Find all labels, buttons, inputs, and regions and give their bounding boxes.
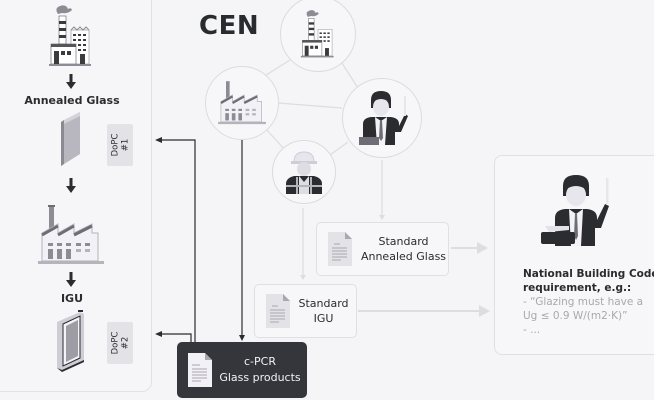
national-building-code-card: National Building Code requirement, e.g.… [494,155,654,355]
arrow-down-icon [66,74,76,89]
standard-annealed-glass-label: Standard Annealed Glass [360,235,447,263]
glass-pane-icon [61,112,80,166]
processing-factory-icon [38,205,104,264]
building-code-example-2: Ug ≤ 0.9 W/(m2·K)” [523,310,628,322]
cen-member-worker-circle [272,140,336,204]
arrow-to-dopc1 [160,139,196,343]
cpcr-glass-products-document[interactable]: c-PCR Glass products [177,342,307,398]
cen-member-processor-circle [205,66,279,140]
building-code-title-2: requirement, e.g.: [523,282,632,294]
building-code-title-1: National Building Code [523,268,654,280]
igu-label: IGU [60,292,84,305]
building-code-example-3: - ... [523,324,541,336]
cen-member-authority-circle [342,78,422,158]
document-icon [266,294,290,328]
dopc-2-document[interactable]: DoPC #2 [107,322,133,364]
building-code-example-1: - “Glazing must have a [523,296,644,308]
factory-icon [300,10,334,58]
cpcr-label: c-PCR Glass products [219,355,301,384]
arrow-to-dopc2 [160,333,192,343]
standard-igu-label: Standard IGU [298,297,349,325]
dopc-1-document[interactable]: DoPC #1 [107,124,133,166]
processing-factory-icon [218,81,266,125]
standard-igu-document[interactable]: Standard IGU [254,284,357,338]
document-icon [328,232,352,266]
construction-worker-icon [286,151,322,194]
standard-annealed-glass-document[interactable]: Standard Annealed Glass [316,222,449,276]
building-code-text: National Building Code requirement, e.g.… [523,267,654,337]
cen-title: CEN [199,11,260,41]
arrow-down-icon [66,272,76,287]
cen-member-industry-circle [280,0,356,72]
factory-icon [49,5,91,66]
presenter-person-icon [359,91,408,145]
annealed-glass-label: Annealed Glass [24,94,120,107]
document-icon [188,353,212,387]
arrow-down-icon [66,178,76,193]
presenter-person-icon [541,175,609,246]
igu-icon [57,310,84,372]
